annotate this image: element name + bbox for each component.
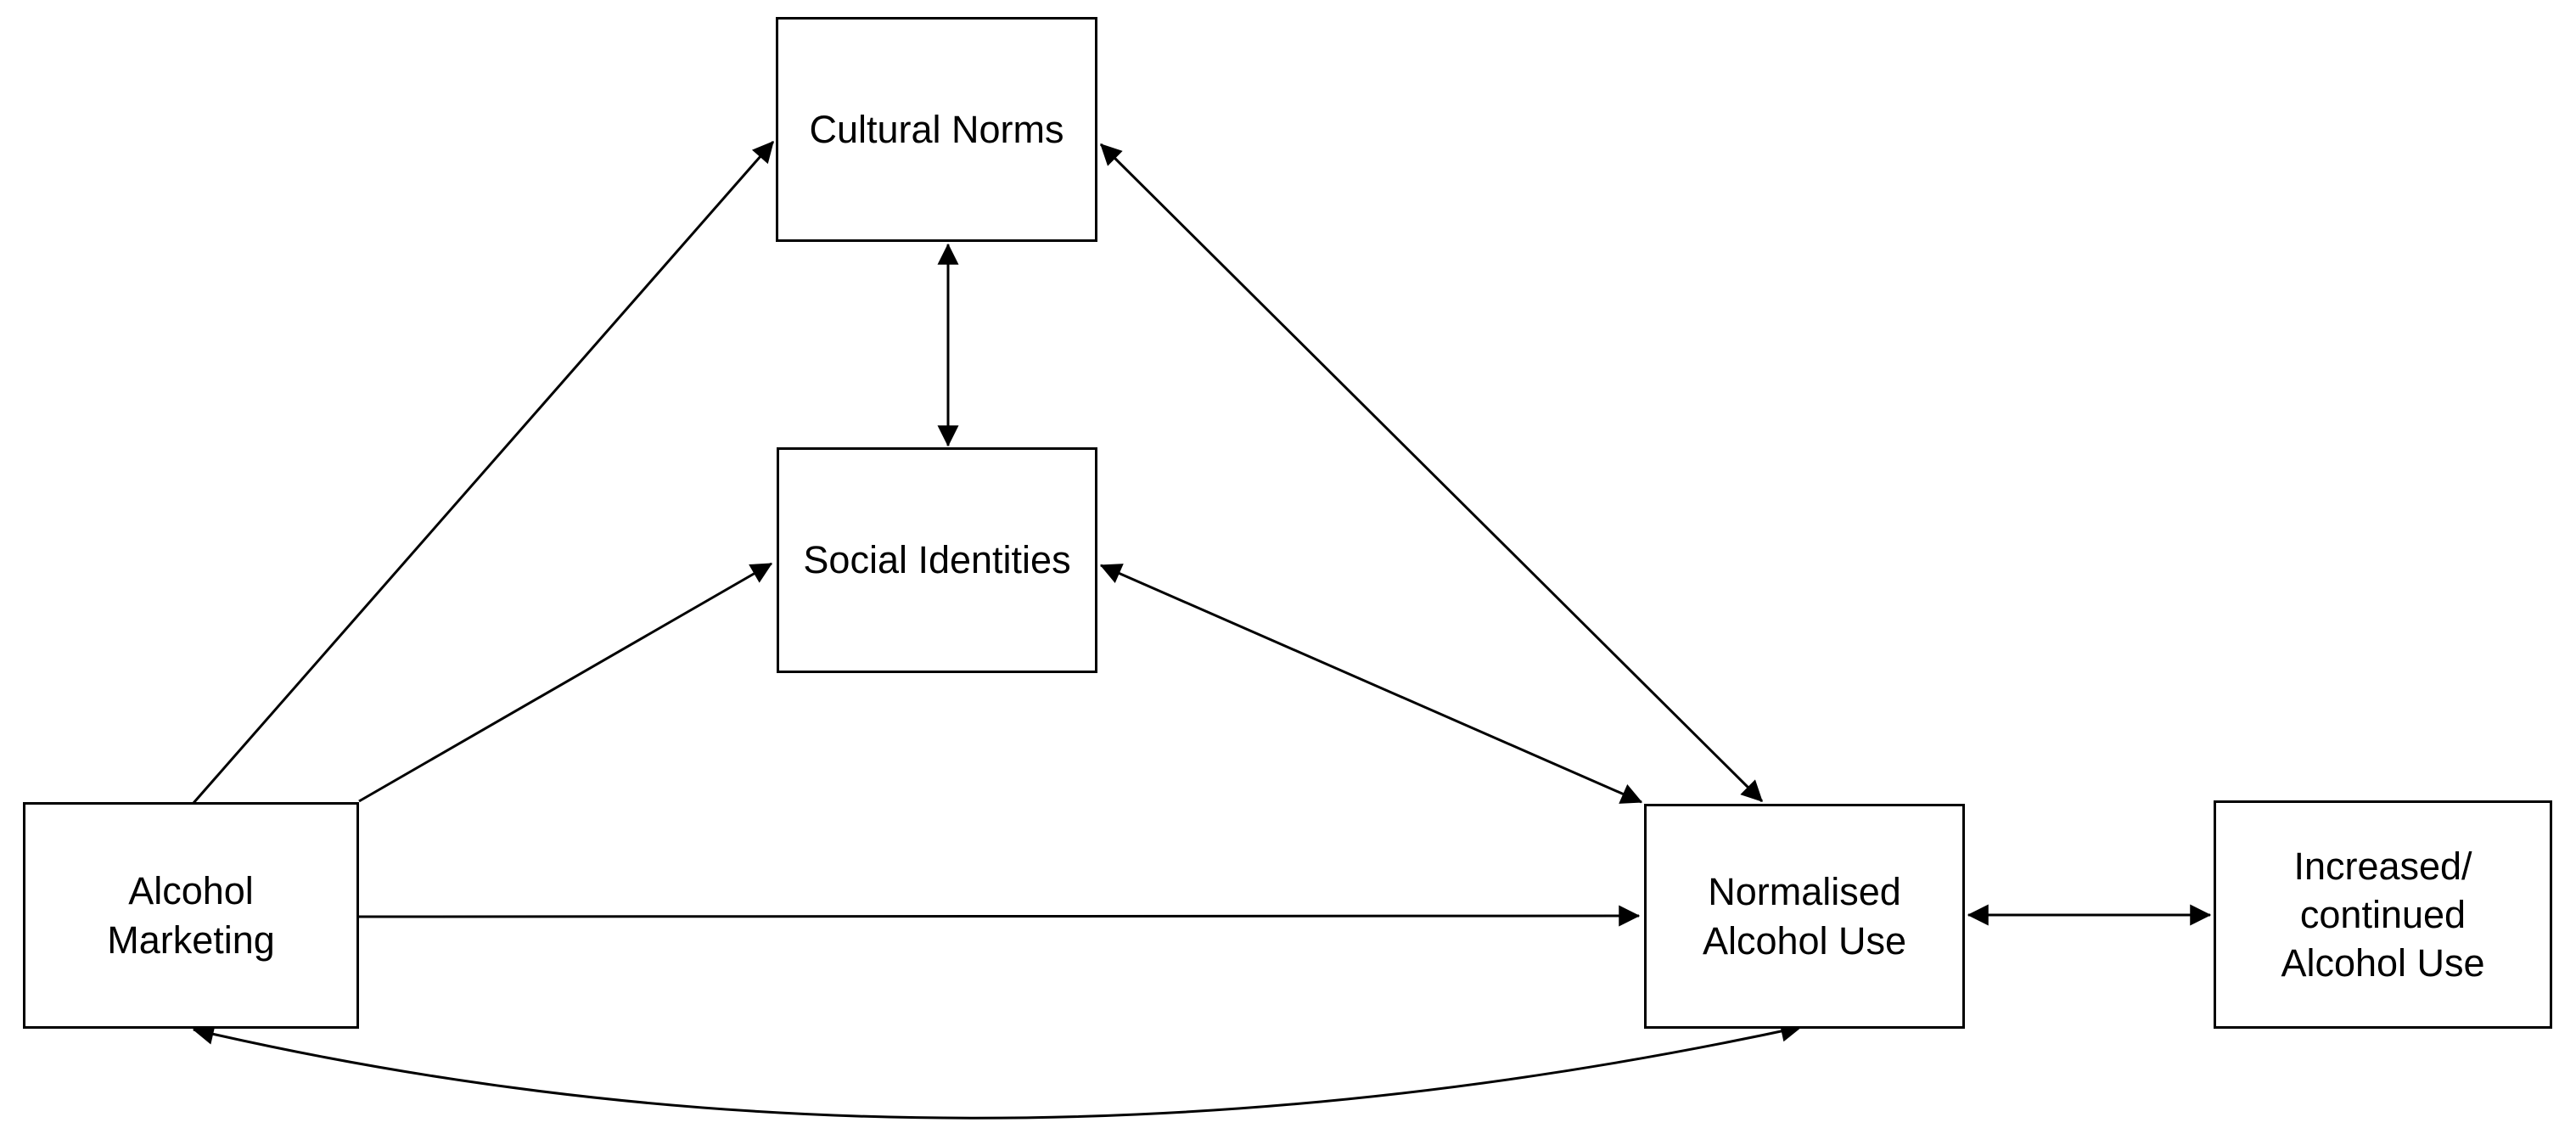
node-increased-continued-alcohol-use: Increased/ continued Alcohol Use (2214, 800, 2552, 1029)
node-increased-continued-alcohol-use-label: Increased/ continued Alcohol Use (2281, 844, 2485, 985)
edge-social-identities-normalised-alcohol-use-bidirectional (1099, 564, 1643, 804)
edge-alcohol-marketing-normalised-alcohol-use-arc-bidirectional (192, 1020, 1803, 1120)
node-social-identities: Social Identities (777, 447, 1097, 673)
node-cultural-norms: Cultural Norms (776, 17, 1097, 242)
node-normalised-alcohol-use: Normalised Alcohol Use (1644, 804, 1965, 1029)
node-alcohol-marketing-label: Alcohol Marketing (107, 869, 275, 962)
edge-cultural-norms-normalised-alcohol-use-bidirectional (1099, 143, 1764, 803)
edge-alcohol-marketing-to-normalised-alcohol-use (358, 905, 1641, 927)
node-cultural-norms-label: Cultural Norms (809, 107, 1064, 151)
node-social-identities-label: Social Identities (803, 538, 1071, 582)
node-normalised-alcohol-use-label: Normalised Alcohol Use (1702, 870, 1907, 963)
edge-alcohol-marketing-to-cultural-norms (192, 141, 775, 804)
node-alcohol-marketing: Alcohol Marketing (23, 802, 359, 1029)
edge-alcohol-marketing-to-social-identities (358, 562, 773, 803)
